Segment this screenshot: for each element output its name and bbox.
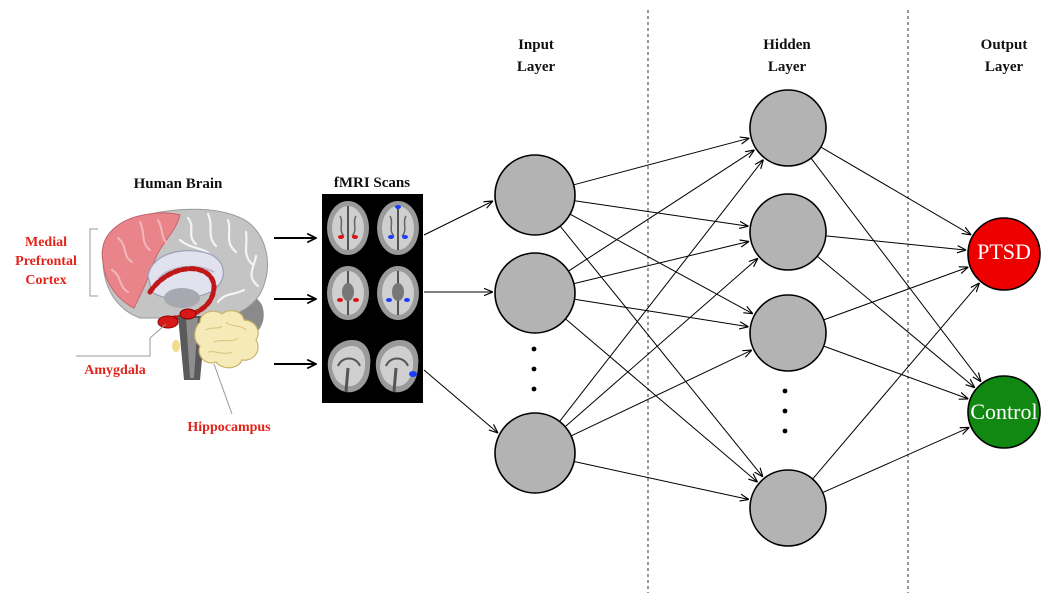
- mpfc-bracket: [89, 228, 98, 297]
- amygdala-label: Amygdala: [84, 363, 145, 378]
- edge-input-1-to-hidden-2: [574, 200, 749, 226]
- edge-hidden-4-to-output-2: [822, 427, 970, 494]
- edge-input-1-to-hidden-4: [559, 225, 763, 477]
- input-node-1: [494, 154, 576, 236]
- input-layer-title-line2: Layer: [517, 59, 556, 75]
- output-label-control: Control: [970, 399, 1037, 424]
- scan-axial-blue-mid: [377, 266, 419, 320]
- edge-input-3-to-hidden-1: [559, 160, 764, 422]
- output-layer-title-line2: Layer: [985, 59, 1024, 75]
- scan-to-input-arrow-3: [423, 369, 498, 433]
- output-layer-title-line1: Output: [981, 37, 1028, 53]
- edge-input-3-to-hidden-2: [564, 258, 758, 428]
- hidden-node-3: [749, 294, 827, 372]
- edge-input-2-to-hidden-2: [573, 241, 749, 285]
- hidden-node-4: [749, 469, 827, 547]
- network-connections: [559, 138, 981, 500]
- mpfc-label-line1: Medial: [25, 235, 67, 250]
- hippocampus-label: Hippocampus: [187, 420, 271, 435]
- edge-hidden-1-to-output-1: [820, 146, 971, 235]
- input-node-2: [494, 252, 576, 334]
- hidden-node-2: [749, 193, 827, 271]
- output-node-ptsd: [967, 217, 1041, 291]
- edge-hidden-3-to-output-1: [823, 267, 969, 321]
- edge-input-3-to-hidden-3: [570, 350, 752, 437]
- edge-input-2-to-hidden-1: [568, 150, 755, 272]
- scan-sagittal-left: [327, 340, 371, 393]
- scan-sagittal-right: [375, 340, 419, 393]
- scan-axial-red-top: [327, 201, 369, 255]
- hidden-layer-title-line1: Hidden: [763, 37, 811, 53]
- mpfc-label-line3: Cortex: [25, 273, 66, 288]
- hidden-layer-title-line2: Layer: [768, 59, 807, 75]
- edge-hidden-1-to-output-2: [810, 157, 981, 382]
- scan-to-input-arrow-1: [423, 201, 493, 236]
- edge-input-1-to-hidden-3: [569, 213, 753, 314]
- edge-hidden-2-to-output-1: [825, 235, 966, 250]
- human-brain-title: Human Brain: [134, 176, 223, 192]
- output-node-control: [967, 375, 1041, 449]
- input-layer-title-line1: Input: [518, 37, 554, 53]
- scan-axial-red-mid: [327, 266, 369, 320]
- mpfc-label-line2: Prefrontal: [15, 254, 77, 269]
- output-label-ptsd: PTSD: [977, 239, 1031, 264]
- edge-input-2-to-hidden-4: [565, 318, 758, 482]
- hidden-node-1: [749, 89, 827, 167]
- brain-illustration: [101, 208, 268, 380]
- hidden-layer-ellipsis: [782, 388, 788, 434]
- edge-input-1-to-hidden-1: [573, 138, 750, 186]
- edge-input-2-to-hidden-3: [574, 298, 749, 327]
- edge-hidden-2-to-output-2: [816, 255, 975, 387]
- amygdala-leader: [76, 323, 167, 357]
- fmri-scans-title: fMRI Scans: [334, 175, 410, 191]
- input-layer-ellipsis: [531, 346, 537, 392]
- network-nodes: [494, 89, 1041, 547]
- scan-axial-blue-top: [377, 201, 419, 255]
- edge-hidden-4-to-output-1: [812, 283, 980, 480]
- hippocampus-leader: [213, 363, 233, 415]
- edge-hidden-3-to-output-2: [823, 345, 969, 399]
- input-node-3: [494, 412, 576, 494]
- edge-input-3-to-hidden-4: [573, 461, 749, 500]
- fmri-scan-panel: [322, 194, 423, 403]
